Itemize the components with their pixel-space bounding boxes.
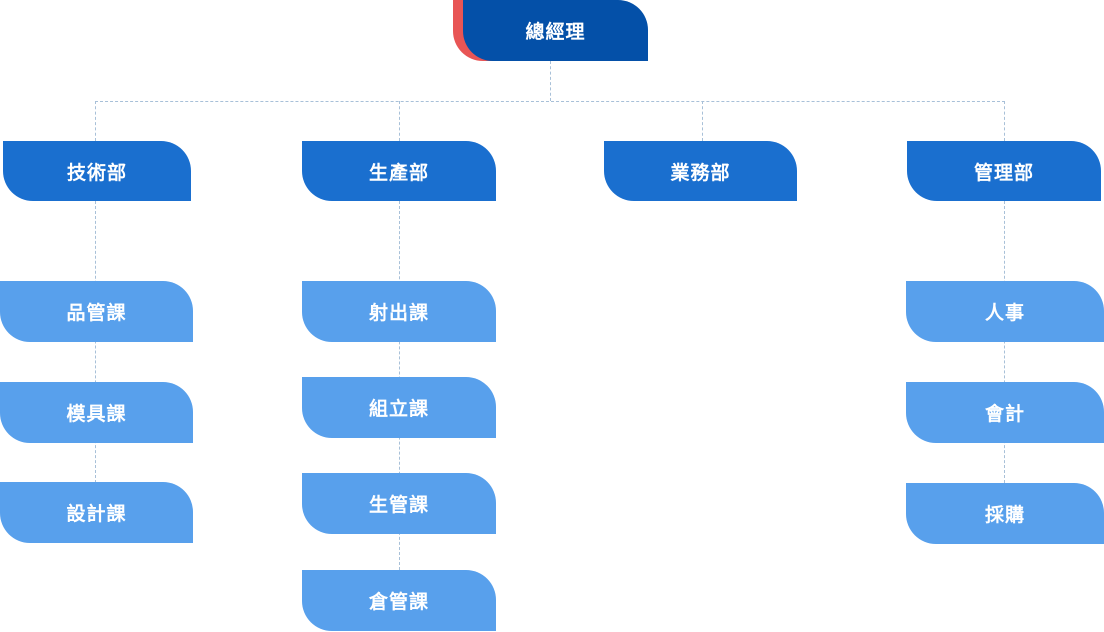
unit-mold[interactable]: 模具課 <box>0 382 193 443</box>
connector-dept-2 <box>399 101 400 141</box>
top-node-general-manager[interactable]: 總經理 <box>463 0 648 61</box>
unit-label: 射出課 <box>368 302 429 324</box>
connector-col-1 <box>95 201 96 483</box>
unit-design[interactable]: 設計課 <box>0 482 193 543</box>
unit-warehouse[interactable]: 倉管課 <box>302 570 496 631</box>
unit-hr[interactable]: 人事 <box>906 281 1104 342</box>
unit-label: 人事 <box>984 302 1025 324</box>
dept-production[interactable]: 生產部 <box>302 141 496 201</box>
connector-dept-1 <box>95 101 96 141</box>
unit-production-control[interactable]: 生管課 <box>302 473 496 534</box>
unit-label: 模具課 <box>66 403 127 425</box>
top-node-label: 總經理 <box>525 21 586 43</box>
unit-label: 品管課 <box>66 302 127 324</box>
unit-accounting[interactable]: 會計 <box>906 382 1104 443</box>
unit-label: 倉管課 <box>368 591 429 613</box>
connector-dept-3 <box>702 101 703 141</box>
unit-label: 會計 <box>984 403 1025 425</box>
unit-assembly[interactable]: 組立課 <box>302 377 496 438</box>
unit-label: 設計課 <box>66 503 127 525</box>
dept-label: 技術部 <box>66 161 127 184</box>
dept-label: 管理部 <box>973 161 1034 184</box>
unit-label: 採購 <box>984 504 1025 526</box>
dept-sales[interactable]: 業務部 <box>604 141 797 201</box>
unit-quality-control[interactable]: 品管課 <box>0 281 193 342</box>
connector-top <box>550 61 551 101</box>
unit-purchasing[interactable]: 採購 <box>906 483 1104 544</box>
connector-horizontal <box>95 101 1005 102</box>
dept-tech[interactable]: 技術部 <box>3 141 191 201</box>
connector-dept-4 <box>1004 101 1005 141</box>
connector-col-4 <box>1004 201 1005 483</box>
dept-label: 生產部 <box>368 161 429 184</box>
dept-label: 業務部 <box>670 161 731 184</box>
unit-label: 生管課 <box>368 494 429 516</box>
unit-label: 組立課 <box>368 398 429 420</box>
dept-admin[interactable]: 管理部 <box>907 141 1101 201</box>
unit-injection[interactable]: 射出課 <box>302 281 496 342</box>
